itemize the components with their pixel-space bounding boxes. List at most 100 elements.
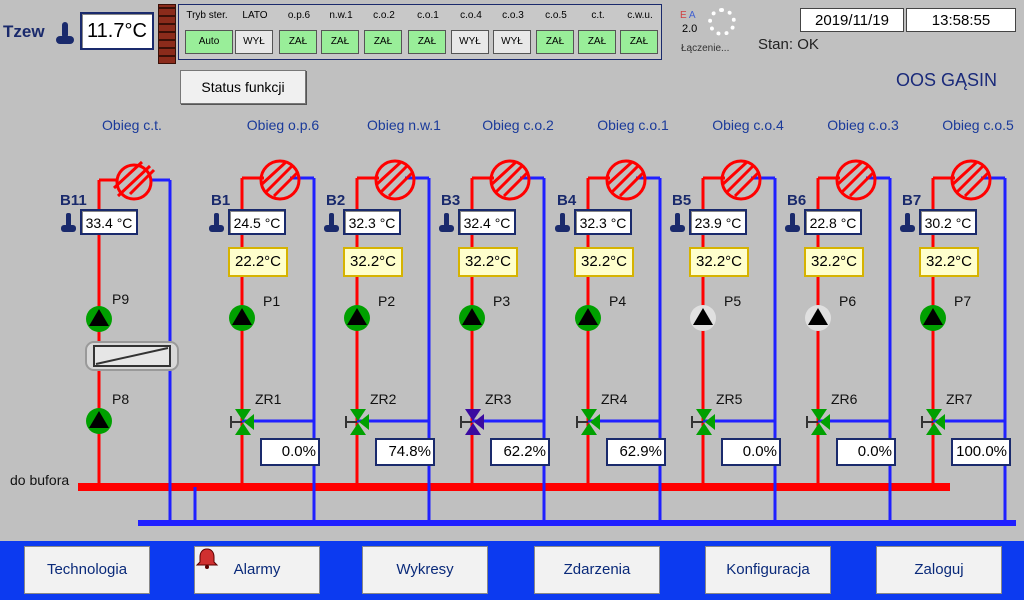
mode-toggle-5[interactable]: ZAŁ bbox=[408, 30, 446, 54]
sensor-name-5: B5 bbox=[672, 192, 692, 209]
consumer-5-icon[interactable] bbox=[717, 156, 765, 204]
sensor-name-2: B2 bbox=[326, 192, 346, 209]
time-display: 13:58:55 bbox=[906, 8, 1016, 32]
valve-position-4: 62.9% bbox=[606, 438, 666, 466]
consumer-7-icon[interactable] bbox=[947, 156, 995, 204]
consumer-1-icon[interactable] bbox=[256, 156, 304, 204]
mode-toggle-1[interactable]: WYŁ bbox=[235, 30, 273, 54]
version-label: 2.0 bbox=[682, 23, 698, 35]
circuit-title-2: Obieg n.w.1 bbox=[367, 117, 441, 133]
consumer-4-icon[interactable] bbox=[602, 156, 650, 204]
valve-1-label: ZR1 bbox=[255, 391, 282, 407]
setpoint-1[interactable]: 22.2°C bbox=[228, 247, 288, 277]
mode-toggle-9[interactable]: ZAŁ bbox=[578, 30, 616, 54]
nav-konfiguracja-button[interactable]: Konfiguracja bbox=[705, 546, 831, 594]
thermometer-icon bbox=[209, 213, 224, 232]
setpoint-2[interactable]: 32.2°C bbox=[343, 247, 403, 277]
mode-toggle-0[interactable]: Auto bbox=[185, 30, 233, 54]
mode-toggle-3[interactable]: ZAŁ bbox=[321, 30, 359, 54]
valve-position-7: 100.0% bbox=[951, 438, 1011, 466]
thermometer-icon bbox=[785, 213, 800, 232]
mixing-valve-6-icon[interactable] bbox=[806, 407, 832, 437]
mixing-valve-1-icon[interactable] bbox=[230, 407, 256, 437]
thermometer-icon bbox=[439, 213, 454, 232]
circuit-title-3: Obieg c.o.2 bbox=[482, 117, 554, 133]
mode-header-8: c.o.5 bbox=[545, 10, 567, 21]
mode-header-10: c.w.u. bbox=[627, 10, 653, 21]
sensor-temp-1: 24.5 °C bbox=[228, 209, 286, 235]
outdoor-temp-label: Tzew bbox=[3, 22, 45, 41]
mode-header-5: c.o.1 bbox=[417, 10, 439, 21]
sensor-name-6: B6 bbox=[787, 192, 807, 209]
circuit-title-7: Obieg c.o.5 bbox=[942, 117, 1014, 133]
valve-position-6: 0.0% bbox=[836, 438, 896, 466]
valve-position-1: 0.0% bbox=[260, 438, 320, 466]
nav-alarmy-button[interactable]: Alarmy bbox=[194, 546, 320, 594]
heat-exchanger-icon bbox=[85, 341, 179, 371]
pump-3-icon[interactable] bbox=[457, 303, 487, 333]
circuit-title-5: Obieg c.o.4 bbox=[712, 117, 784, 133]
valve-6-label: ZR6 bbox=[831, 391, 858, 407]
setpoint-6[interactable]: 32.2°C bbox=[804, 247, 864, 277]
circuit-title-4: Obieg c.o.1 bbox=[597, 117, 669, 133]
mode-header-1: LATO bbox=[242, 10, 268, 21]
valve-7-label: ZR7 bbox=[946, 391, 973, 407]
valve-position-2: 74.8% bbox=[375, 438, 435, 466]
mode-header-0: Tryb ster. bbox=[186, 10, 228, 21]
nav-zdarzenia-button[interactable]: Zdarzenia bbox=[534, 546, 660, 594]
mode-toggle-6[interactable]: WYŁ bbox=[451, 30, 489, 54]
pump-2-label: P2 bbox=[378, 293, 396, 309]
sensor-name-7: B7 bbox=[902, 192, 922, 209]
nav-wykresy-button[interactable]: Wykresy bbox=[362, 546, 488, 594]
pump-1-icon[interactable] bbox=[227, 303, 257, 333]
sensor-name-3: B3 bbox=[441, 192, 461, 209]
consumer-6-icon[interactable] bbox=[832, 156, 880, 204]
pump-5-icon[interactable] bbox=[688, 303, 718, 333]
valve-4-label: ZR4 bbox=[601, 391, 628, 407]
sensor-name-b11: B11 bbox=[60, 192, 87, 209]
sensor-temp-4: 32.3 °C bbox=[574, 209, 632, 235]
thermometer-icon bbox=[670, 213, 685, 232]
valve-3-label: ZR3 bbox=[485, 391, 512, 407]
mixing-valve-4-icon[interactable] bbox=[576, 407, 602, 437]
setpoint-3[interactable]: 32.2°C bbox=[458, 247, 518, 277]
pump-p9-icon[interactable] bbox=[84, 304, 114, 334]
pump-p8-icon[interactable] bbox=[84, 406, 114, 436]
circuit-title-6: Obieg c.o.3 bbox=[827, 117, 899, 133]
mixing-valve-3-icon[interactable] bbox=[460, 407, 486, 437]
consumer-3-icon[interactable] bbox=[486, 156, 534, 204]
setpoint-4[interactable]: 32.2°C bbox=[574, 247, 634, 277]
consumer-ct-icon[interactable] bbox=[110, 158, 158, 206]
mixing-valve-2-icon[interactable] bbox=[345, 407, 371, 437]
mode-header-6: c.o.4 bbox=[460, 10, 482, 21]
setpoint-7[interactable]: 32.2°C bbox=[919, 247, 979, 277]
sensor-temp-6: 22.8 °C bbox=[804, 209, 862, 235]
setpoint-5[interactable]: 32.2°C bbox=[689, 247, 749, 277]
pump-4-icon[interactable] bbox=[573, 303, 603, 333]
valve-position-5: 0.0% bbox=[721, 438, 781, 466]
pump-7-icon[interactable] bbox=[918, 303, 948, 333]
consumer-2-icon[interactable] bbox=[371, 156, 419, 204]
mixing-valve-5-icon[interactable] bbox=[691, 407, 717, 437]
mode-header-7: c.o.3 bbox=[502, 10, 524, 21]
pump-2-icon[interactable] bbox=[342, 303, 372, 333]
pump-1-label: P1 bbox=[263, 293, 281, 309]
loading-spinner-icon bbox=[708, 8, 736, 36]
mode-toggle-10[interactable]: ZAŁ bbox=[620, 30, 658, 54]
plant-title: OOS GĄSIN bbox=[896, 70, 998, 90]
sensor-temp-b11: 33.4 °C bbox=[80, 209, 138, 235]
pump-6-icon[interactable] bbox=[803, 303, 833, 333]
mode-toggle-4[interactable]: ZAŁ bbox=[364, 30, 402, 54]
bottom-nav-bar bbox=[0, 541, 1024, 600]
nav-technologia-button[interactable]: Technologia bbox=[24, 546, 150, 594]
valve-5-label: ZR5 bbox=[716, 391, 743, 407]
mixing-valve-7-icon[interactable] bbox=[921, 407, 947, 437]
mode-toggle-8[interactable]: ZAŁ bbox=[536, 30, 574, 54]
nav-zaloguj-button[interactable]: Zaloguj bbox=[876, 546, 1002, 594]
thermometer-icon bbox=[324, 213, 339, 232]
mode-toggle-7[interactable]: WYŁ bbox=[493, 30, 531, 54]
status-functions-button[interactable]: Status funkcji bbox=[180, 70, 306, 104]
pump-7-label: P7 bbox=[954, 293, 972, 309]
mode-toggle-2[interactable]: ZAŁ bbox=[279, 30, 317, 54]
